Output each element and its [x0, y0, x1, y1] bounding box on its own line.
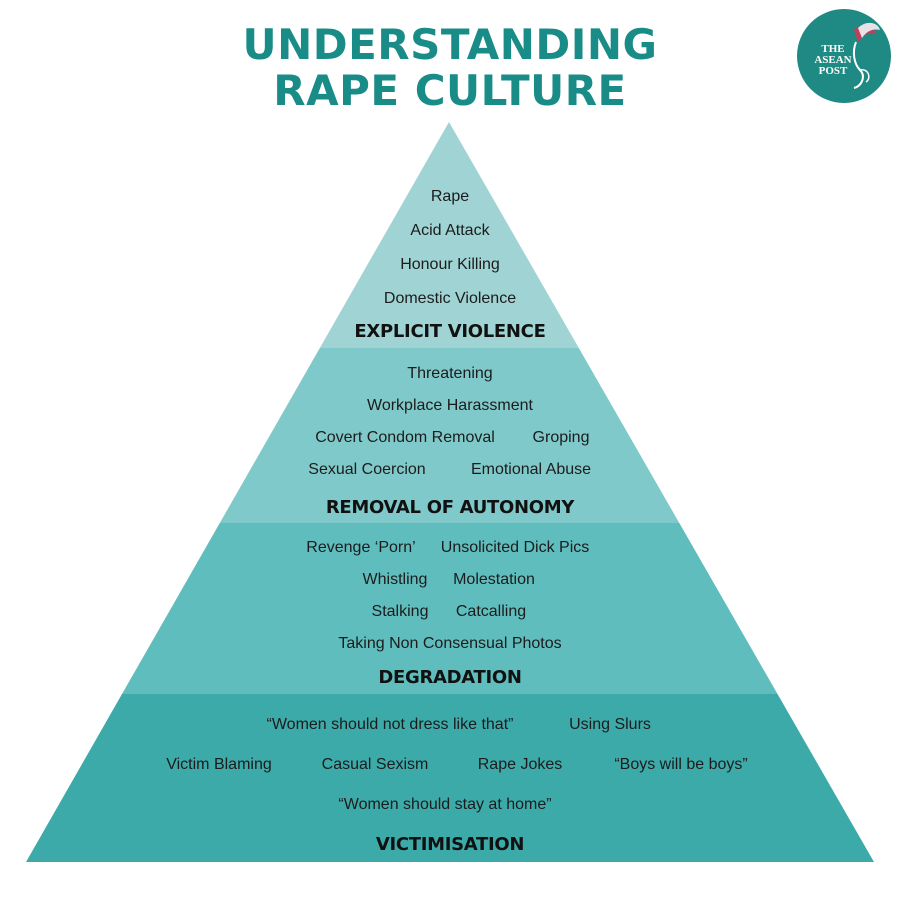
item-using-slurs: Using Slurs	[569, 716, 651, 733]
item-victim-blaming: Victim Blaming	[166, 756, 272, 773]
item-covert-condom-removal: Covert Condom Removal	[315, 429, 495, 446]
item-rape-jokes: Rape Jokes	[477, 756, 563, 773]
item-revenge-porn: Revenge ‘Porn’	[306, 539, 416, 556]
tier-heading-victimisation: VICTIMISATION	[375, 834, 525, 855]
item-unsolicited-dick-pics: Unsolicited Dick Pics	[440, 539, 590, 556]
asean-post-logo	[797, 9, 891, 103]
item-groping: Groping	[532, 429, 590, 446]
item-taking-non-consensual-photos: Taking Non Consensual Photos	[338, 635, 562, 652]
tier-heading-degradation: DEGRADATION	[378, 667, 522, 688]
title-line-2: RAPE CULTURE	[273, 66, 627, 115]
item-molestation: Molestation	[453, 571, 535, 588]
item-casual-sexism: Casual Sexism	[321, 756, 429, 773]
item-acid-attack: Acid Attack	[410, 222, 490, 239]
item-catcalling: Catcalling	[455, 603, 527, 620]
item-emotional-abuse: Emotional Abuse	[470, 461, 592, 478]
item-sexual-coercion: Sexual Coercion	[308, 461, 426, 478]
item-women-should-not-dress: “Women should not dress like that”	[266, 716, 514, 733]
title-line-1: UNDERSTANDING	[242, 20, 658, 69]
item-threatening: Threatening	[407, 365, 493, 382]
item-domestic-violence: Domestic Violence	[383, 290, 517, 307]
tier-victimisation-band	[26, 694, 874, 862]
item-stalking: Stalking	[371, 603, 429, 620]
item-rape: Rape	[430, 188, 470, 205]
logo-wordmark: THE ASEAN POST	[814, 43, 852, 77]
item-workplace-harassment: Workplace Harassment	[367, 397, 533, 414]
page-title: UNDERSTANDING RAPE CULTURE	[0, 22, 900, 114]
item-whistling: Whistling	[362, 571, 428, 588]
tier-heading-explicit-violence: EXPLICIT VIOLENCE	[354, 321, 546, 342]
tier-heading-removal-of-autonomy: REMOVAL OF AUTONOMY	[325, 497, 575, 518]
item-boys-will-be-boys: “Boys will be boys”	[614, 756, 748, 773]
item-honour-killing: Honour Killing	[400, 256, 500, 273]
item-women-should-stay-at-home: “Women should stay at home”	[338, 796, 552, 813]
